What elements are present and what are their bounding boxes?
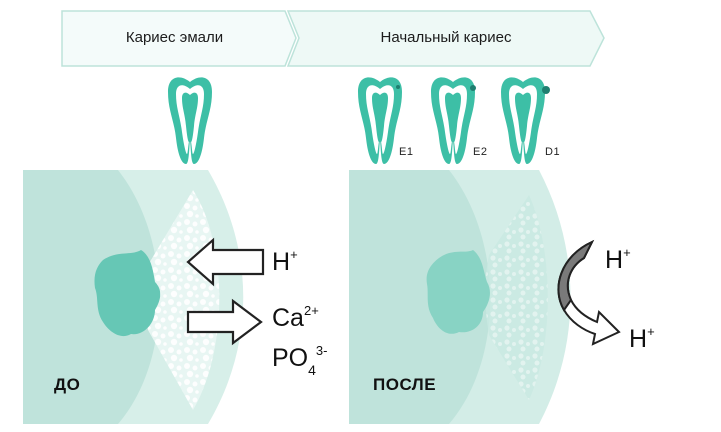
panel-after-illustration [349,170,697,424]
ion-h-after-bottom: H+ [629,324,655,353]
lesion-blob-after [426,250,490,334]
lesion-e1 [396,85,400,89]
ion-po4: PO43- [272,343,328,378]
ion-ca: Ca2+ [272,303,319,332]
tooth-label-d1: D1 [545,146,561,158]
panel-before-illustration [23,170,348,424]
lesion-e2 [470,85,476,91]
stage-enamel-arrow [61,10,297,67]
lesion-d1 [542,86,550,94]
tooth-e2 [431,77,475,165]
panel-before-title: ДО [54,375,81,394]
stage-initial-arrow [286,10,605,67]
tooth-e1 [358,77,402,165]
lesion-blob-before [94,250,161,337]
stage-arrows [61,10,605,67]
panel-after: H+ H+ ПОСЛЕ [349,170,697,424]
curved-arrow-top [557,239,595,312]
stage-enamel-label: Кариес эмали [125,29,224,46]
arrow-h-in [186,237,265,287]
tooth-label-e2: E2 [473,146,488,158]
ion-h-before: H+ [272,247,298,276]
teeth-row [168,77,550,165]
arrow-ions-out [186,298,263,346]
panel-before: H+ Ca2+ PO43- ДО [23,170,348,424]
tooth-label-e1: E1 [399,146,414,158]
stage-initial-label: Начальный кариес [380,29,512,46]
tooth-d1 [501,77,545,165]
panel-after-title: ПОСЛЕ [373,375,437,394]
ion-h-after-top: H+ [605,245,631,274]
tooth-healthy [168,77,212,165]
